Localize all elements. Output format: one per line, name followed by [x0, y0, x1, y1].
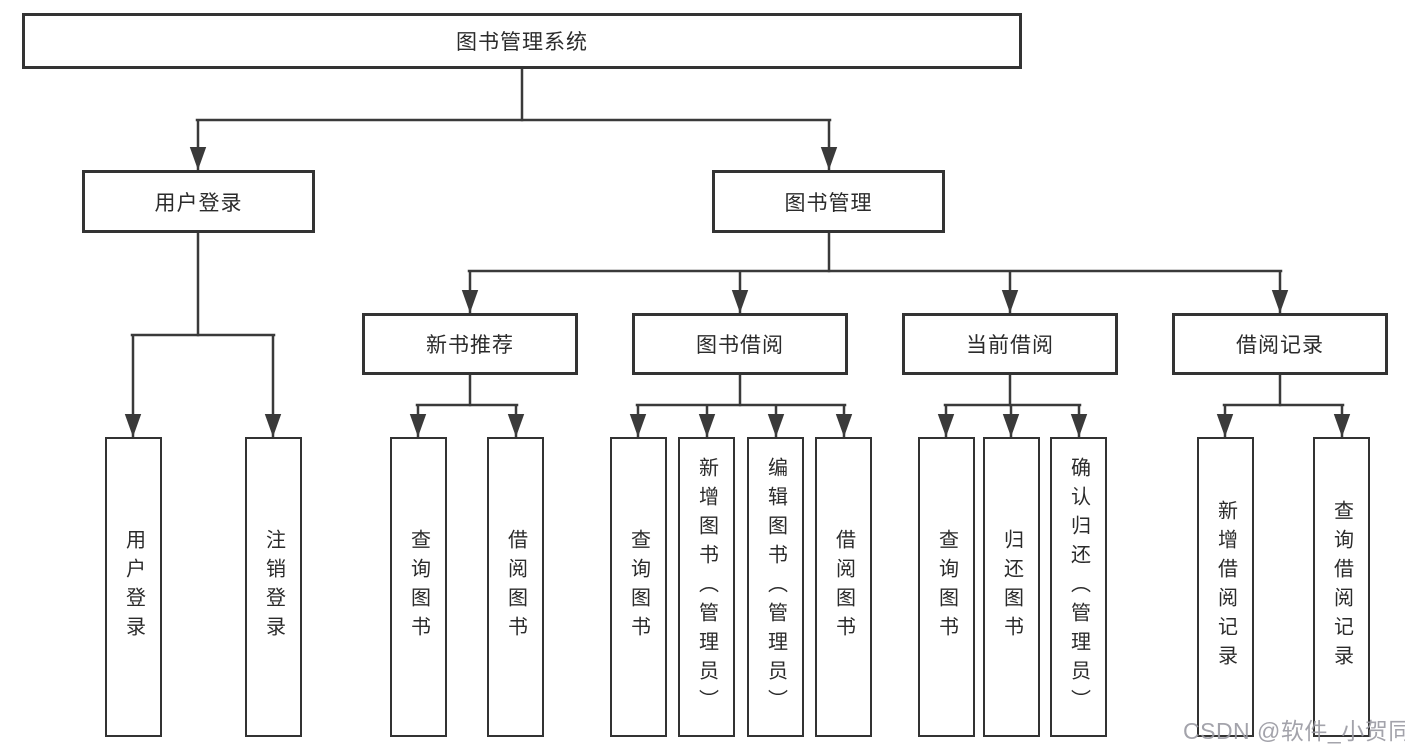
node-book-management: 图书管理 [712, 170, 945, 233]
node-book-borrowing: 图书借阅 [632, 313, 848, 375]
leaf-confirm-return-admin: 确认归还（管理员） [1050, 437, 1107, 737]
leaf-query-books-borrow-label: 查询图书 [627, 529, 650, 645]
leaf-borrow-books-label: 借阅图书 [832, 529, 855, 645]
leaf-logout-label: 注销登录 [262, 529, 285, 645]
leaf-return-books-label: 归还图书 [1000, 529, 1023, 645]
leaf-borrow-books: 借阅图书 [815, 437, 872, 737]
leaf-add-books-admin: 新增图书（管理员） [678, 437, 735, 737]
leaf-user-login: 用户登录 [105, 437, 162, 737]
leaf-query-books-current: 查询图书 [918, 437, 975, 737]
node-book-management-label: 图书管理 [784, 191, 873, 215]
node-book-borrowing-label: 图书借阅 [696, 334, 784, 357]
leaf-query-books-borrow: 查询图书 [610, 437, 667, 737]
csdn-watermark: CSDN @软件_小贺同学 [1183, 718, 1405, 744]
node-user-login-label: 用户登录 [154, 191, 243, 215]
leaf-add-books-admin-label: 新增图书（管理员） [695, 456, 718, 718]
node-new-book-recommend-label: 新书推荐 [426, 334, 514, 357]
leaf-confirm-return-admin-label: 确认归还（管理员） [1067, 456, 1090, 718]
leaf-user-login-label: 用户登录 [122, 529, 145, 645]
leaf-borrow-books-recommend: 借阅图书 [487, 437, 544, 737]
leaf-edit-books-admin: 编辑图书（管理员） [747, 437, 804, 737]
leaf-query-books-current-label: 查询图书 [935, 529, 958, 645]
leaf-query-borrow-record-label: 查询借阅记录 [1330, 500, 1353, 674]
leaf-add-borrow-record-label: 新增借阅记录 [1214, 500, 1237, 674]
node-user-login: 用户登录 [82, 170, 315, 233]
node-root: 图书管理系统 [22, 13, 1022, 69]
leaf-logout: 注销登录 [245, 437, 302, 737]
leaf-query-borrow-record: 查询借阅记录 [1313, 437, 1370, 737]
leaf-add-borrow-record: 新增借阅记录 [1197, 437, 1254, 737]
leaf-query-books-recommend-label: 查询图书 [407, 529, 430, 645]
node-borrow-records-label: 借阅记录 [1236, 334, 1324, 357]
node-new-book-recommend: 新书推荐 [362, 313, 578, 375]
leaf-borrow-books-recommend-label: 借阅图书 [504, 529, 527, 645]
leaf-return-books: 归还图书 [983, 437, 1040, 737]
leaf-edit-books-admin-label: 编辑图书（管理员） [764, 456, 787, 718]
node-borrow-records: 借阅记录 [1172, 313, 1388, 375]
node-root-label: 图书管理系统 [456, 31, 588, 54]
leaf-query-books-recommend: 查询图书 [390, 437, 447, 737]
node-current-borrowing: 当前借阅 [902, 313, 1118, 375]
node-current-borrowing-label: 当前借阅 [966, 334, 1054, 357]
